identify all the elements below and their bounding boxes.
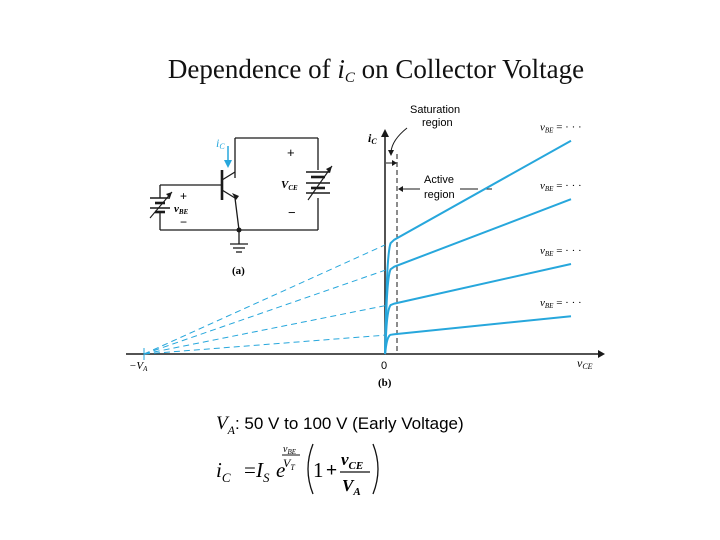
emitter-arrow bbox=[232, 193, 239, 200]
emitter-lead bbox=[234, 197, 240, 231]
saturation-label-line1: Saturation bbox=[410, 104, 460, 116]
characteristic-curve-4 bbox=[384, 139, 572, 355]
vce-plus: + bbox=[287, 145, 295, 160]
early-extrapolation-1 bbox=[143, 334, 386, 355]
saturation-label-line2: region bbox=[422, 117, 453, 129]
characteristic-curves bbox=[143, 139, 572, 355]
active-label-line1: Active bbox=[424, 174, 454, 186]
vce-arrowhead bbox=[326, 166, 332, 173]
ic-vce-graph: vBE = · · · vBE = · · · vBE = · · · vBE = ·… bbox=[126, 104, 605, 389]
curve-label-4: vBE = · · · bbox=[540, 122, 582, 135]
eq-one: 1 bbox=[313, 458, 324, 482]
title-var: i bbox=[337, 54, 345, 84]
curve-label-1: vBE = · · · bbox=[540, 297, 582, 310]
early-extrapolation-4 bbox=[143, 244, 386, 355]
x-axis-arrowhead bbox=[598, 350, 605, 358]
exp-denominator: VT bbox=[283, 456, 295, 472]
frac-numerator: vCE bbox=[341, 450, 363, 472]
x-axis-label: vCE bbox=[577, 356, 593, 371]
vbe-label: vBE bbox=[174, 203, 189, 216]
vbe-minus: − bbox=[180, 215, 187, 229]
va-equation: VA: 50 V to 100 V (Early Voltage) bbox=[216, 413, 464, 437]
active-label-line2: region bbox=[424, 189, 455, 201]
ic-equation: iC = IS e vBE VT 1 + vCE bbox=[216, 443, 379, 498]
characteristic-curve-1 bbox=[384, 315, 572, 355]
curve-label-2: vBE = · · · bbox=[540, 245, 582, 258]
ic-eq-lhs: iC bbox=[216, 458, 231, 485]
ic-eq-is: IS bbox=[255, 458, 270, 485]
early-extrapolation-3 bbox=[143, 269, 386, 355]
vce-variable-arrow bbox=[307, 165, 333, 201]
left-paren bbox=[307, 443, 314, 495]
exp-numerator: vBE bbox=[283, 444, 297, 456]
vbe-plus: + bbox=[180, 189, 187, 203]
vce-source bbox=[306, 165, 333, 201]
circuit-caption: (a) bbox=[232, 265, 245, 277]
early-extrapolation-2 bbox=[143, 305, 386, 355]
title-sub: C bbox=[344, 70, 355, 86]
eq-plus: + bbox=[326, 460, 337, 481]
origin-label: 0 bbox=[381, 360, 387, 372]
vbe-arrowhead bbox=[166, 192, 172, 198]
sat-width-arrowhead bbox=[392, 160, 397, 166]
y-axis-arrowhead bbox=[381, 129, 389, 137]
slide-title: Dependence of iC on Collector Voltage bbox=[0, 54, 720, 87]
graph-caption: (b) bbox=[378, 377, 392, 389]
y-axis-label: iC bbox=[368, 131, 377, 146]
saturation-pointer bbox=[390, 127, 408, 153]
curve-label-3: vBE = · · · bbox=[540, 180, 582, 193]
ic-eq-e: e bbox=[276, 458, 285, 482]
ic-current-arrowhead bbox=[224, 160, 232, 168]
characteristic-curve-3 bbox=[384, 198, 572, 355]
early-voltage-label: −VA bbox=[129, 360, 148, 373]
frac-denominator: VA bbox=[342, 476, 361, 498]
saturation-arrowhead bbox=[388, 150, 394, 156]
ic-label: iC bbox=[216, 136, 225, 151]
active-arrowhead bbox=[398, 186, 403, 192]
equations: VA: 50 V to 100 V (Early Voltage) iC = I… bbox=[216, 413, 464, 498]
title-prefix: Dependence of bbox=[167, 54, 338, 84]
right-paren bbox=[372, 443, 379, 495]
collector-diagonal bbox=[221, 171, 236, 181]
curve-labels: vBE = · · · vBE = · · · vBE = · · · vBE = ·… bbox=[540, 122, 582, 311]
title-suffix: on Collector Voltage bbox=[354, 54, 585, 84]
ground-junction-dot bbox=[236, 227, 242, 233]
emitter-diagonal bbox=[221, 189, 236, 199]
vce-minus: − bbox=[288, 205, 296, 220]
vce-label: VCE bbox=[281, 179, 298, 192]
ic-eq-equals: = bbox=[244, 458, 256, 482]
